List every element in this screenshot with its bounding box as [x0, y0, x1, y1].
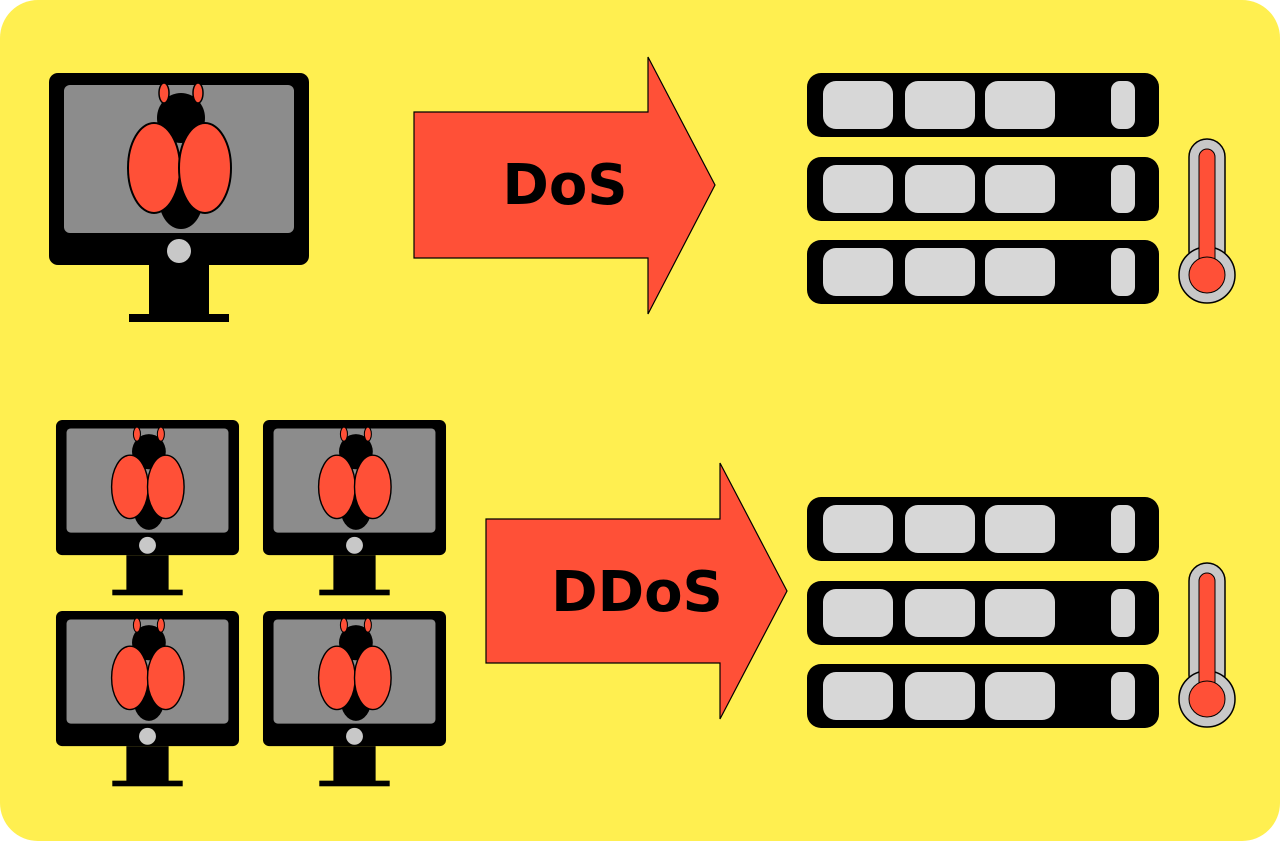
- dos-section: DoS: [47, 56, 1236, 323]
- server-rack-icon: [807, 240, 1159, 304]
- dos-arrow: DoS: [413, 56, 716, 315]
- server-rack-icon: [807, 497, 1159, 561]
- dos-label: DoS: [502, 153, 627, 218]
- ddos-arrow: DDoS: [485, 462, 788, 720]
- server-rack-icon: [807, 664, 1159, 728]
- server-rack-icon: [807, 157, 1159, 221]
- arrow-right-icon: [485, 462, 788, 720]
- server-rack-icon: [807, 581, 1159, 645]
- ddos-section: DDoS: [55, 420, 1236, 787]
- ddos-server-rack: [807, 497, 1159, 728]
- server-rack-icon: [807, 73, 1159, 137]
- ddos-label: DDoS: [551, 560, 723, 625]
- arrow-right-icon: [413, 56, 716, 315]
- dos-server-rack: [807, 73, 1159, 304]
